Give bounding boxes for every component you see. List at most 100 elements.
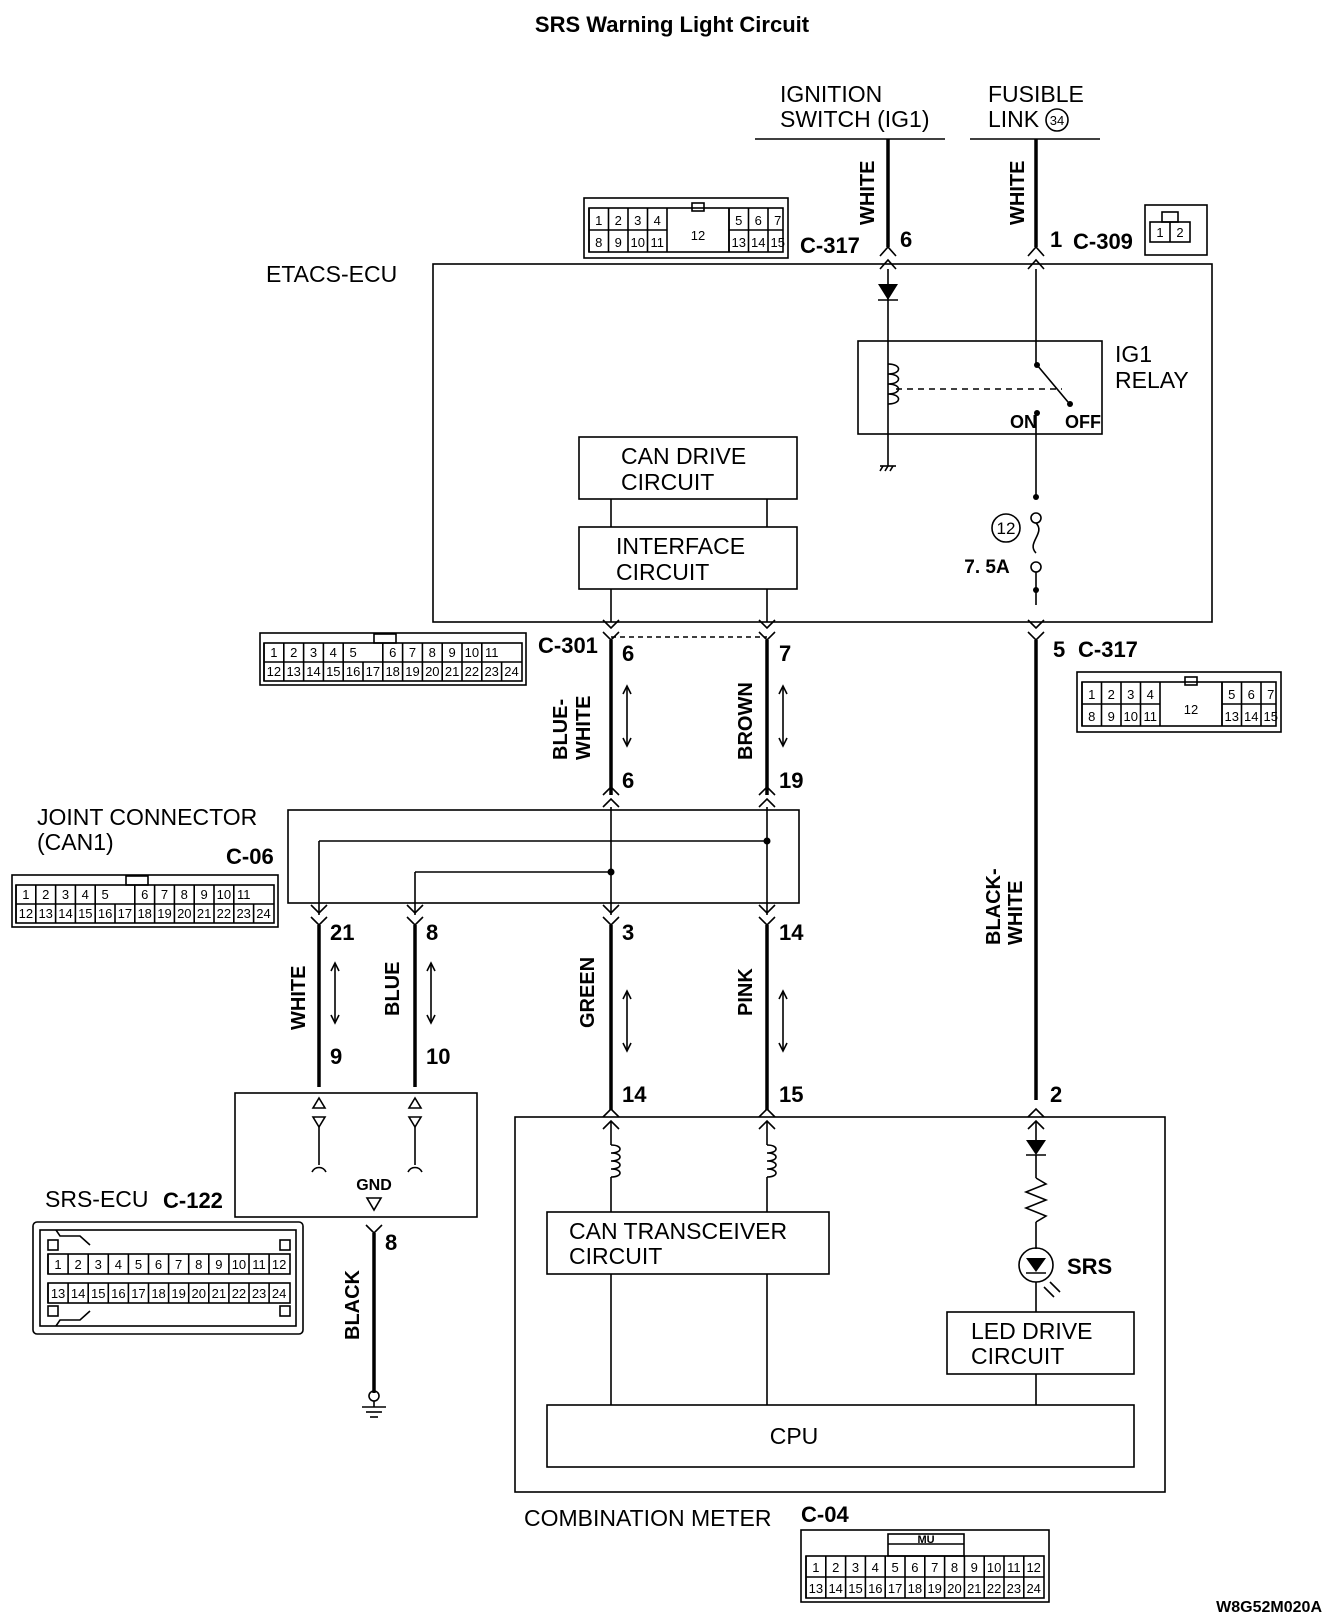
connector-pin-number: 6	[755, 213, 762, 228]
srs-power-color-2: WHITE	[1005, 881, 1027, 945]
connector-c317-mid-label: C-317	[1078, 637, 1138, 662]
srs-lamp-label: SRS	[1067, 1254, 1112, 1279]
interface-label-line1: INTERFACE	[616, 533, 745, 559]
pin-srs-lo: 10	[426, 1044, 450, 1069]
connector-pin-number: 20	[947, 1581, 961, 1596]
connector-c06-label: C-06	[226, 844, 274, 869]
etacs-ecu-box	[432, 263, 1213, 623]
srs-gnd-color: BLACK	[342, 1269, 364, 1340]
connector-pin-number: 4	[654, 213, 661, 228]
fusible-number-circle	[1045, 108, 1069, 132]
pin-c301-hi: 6	[622, 641, 634, 666]
connector-pin-number: 10	[631, 235, 645, 250]
connector-pin-number: 8	[595, 235, 602, 250]
connector-pin-number: 5	[349, 645, 356, 660]
connector-pin-number: 18	[908, 1581, 922, 1596]
gnd-arrow-icon	[365, 1197, 383, 1212]
connector-pin-number: 22	[217, 906, 231, 921]
connector-pin-number: 21	[445, 664, 459, 679]
connector-pin-number: 4	[872, 1560, 879, 1575]
connector-pin-number: 11	[485, 645, 499, 660]
connector-pin-number: 6	[911, 1560, 918, 1575]
connector-pin-number: 14	[1244, 709, 1258, 724]
connector-mark	[1027, 258, 1045, 270]
inductor-icon	[610, 1144, 621, 1178]
pin-c301-lo: 7	[779, 641, 791, 666]
connector-pin-number: 15	[1264, 709, 1278, 724]
connector-pin-number: 11	[651, 235, 665, 250]
c309-pin-1: 1	[1156, 225, 1163, 240]
srs-ecu-input-icons	[311, 1096, 423, 1173]
diagram-code: W8G52M020A	[1216, 1599, 1322, 1616]
relay-label-line2: RELAY	[1115, 367, 1189, 393]
connector-pin-number: 23	[236, 906, 250, 921]
fuse-number-circle	[991, 513, 1021, 543]
connector-pin-number: 18	[137, 906, 151, 921]
bidirectional-arrow-icon	[778, 684, 788, 748]
connector-pin-number: 11	[1007, 1560, 1021, 1575]
connector-pin-number: 3	[62, 887, 69, 902]
connector-pin-number: 4	[115, 1257, 122, 1272]
relay-coil-icon	[887, 363, 900, 405]
fusible-wire-color: WHITE	[1007, 161, 1029, 225]
connector-pin-number: 2	[75, 1257, 82, 1272]
fusible-number: 34	[1050, 113, 1064, 128]
connector-pin-number: 19	[171, 1286, 185, 1301]
connector-pin-number: 3	[852, 1560, 859, 1575]
connector-pin-number: 14	[828, 1581, 842, 1596]
connector-c04-label: C-04	[801, 1502, 849, 1527]
connector-pin-number: 3	[95, 1257, 102, 1272]
connector-pin-number: 19	[405, 664, 419, 679]
can-hi-upper-color-1: BLUE-	[550, 699, 572, 760]
connector-pin-number: 10	[1124, 709, 1138, 724]
led-drive-label-line1: LED DRIVE	[971, 1318, 1092, 1344]
connector-pin-number: 24	[272, 1286, 286, 1301]
connector-pin-number: 14	[71, 1286, 85, 1301]
ignition-wire-color: WHITE	[857, 161, 879, 225]
connector-pin-number: 9	[1108, 709, 1115, 724]
connector-pin-number: 12	[691, 228, 705, 243]
combination-meter-label: COMBINATION METER	[524, 1505, 771, 1531]
connector-pin-number: 22	[232, 1286, 246, 1301]
connector-pin-number: 9	[200, 887, 207, 902]
c309-pin-2: 2	[1176, 225, 1183, 240]
pin-joint-meter-lo: 14	[779, 920, 804, 945]
connector-pin-number: 5	[735, 213, 742, 228]
connector-pin-number: 23	[484, 664, 498, 679]
srs-hi-color: WHITE	[288, 966, 310, 1030]
connector-pin-number: 15	[91, 1286, 105, 1301]
connector-pin-number: 13	[809, 1581, 823, 1596]
connector-mark	[879, 258, 897, 270]
connector-pin-number: 4	[1147, 687, 1154, 702]
connector-pin-number: 21	[212, 1286, 226, 1301]
can-drive-circuit-box	[578, 436, 798, 500]
connector-pin-number: 9	[615, 235, 622, 250]
connector-pin-number: 3	[1127, 687, 1134, 702]
bidirectional-arrow-icon	[330, 961, 788, 1053]
connector-pin-number: 9	[971, 1560, 978, 1575]
connector-pin-number: 22	[987, 1581, 1001, 1596]
connector-pin-number: 6	[155, 1257, 162, 1272]
connector-pin-number: 1	[22, 887, 29, 902]
connector-pin-number: 17	[118, 906, 132, 921]
fusible-label-line2: LINK	[988, 106, 1040, 132]
connector-pin-number: 17	[366, 664, 380, 679]
connector-pin-number: 24	[1026, 1581, 1040, 1596]
connector-pin-number: 4	[330, 645, 337, 660]
led-drive-label-line2: CIRCUIT	[971, 1343, 1064, 1369]
connector-pin-number: 13	[286, 664, 300, 679]
connector-pin-number: 10	[465, 645, 479, 660]
diagram-title: SRS Warning Light Circuit	[535, 12, 810, 37]
joint-connector-box	[287, 809, 800, 904]
connector-pin-number: 16	[98, 906, 112, 921]
connector-mark	[602, 1107, 1045, 1130]
connector-pin-number: 12	[1184, 702, 1198, 717]
connector-pin-number: 20	[177, 906, 191, 921]
connector-pin-number: 5	[135, 1257, 142, 1272]
pin-meter-lo: 15	[779, 1082, 803, 1107]
connector-pin-number: 8	[1088, 709, 1095, 724]
